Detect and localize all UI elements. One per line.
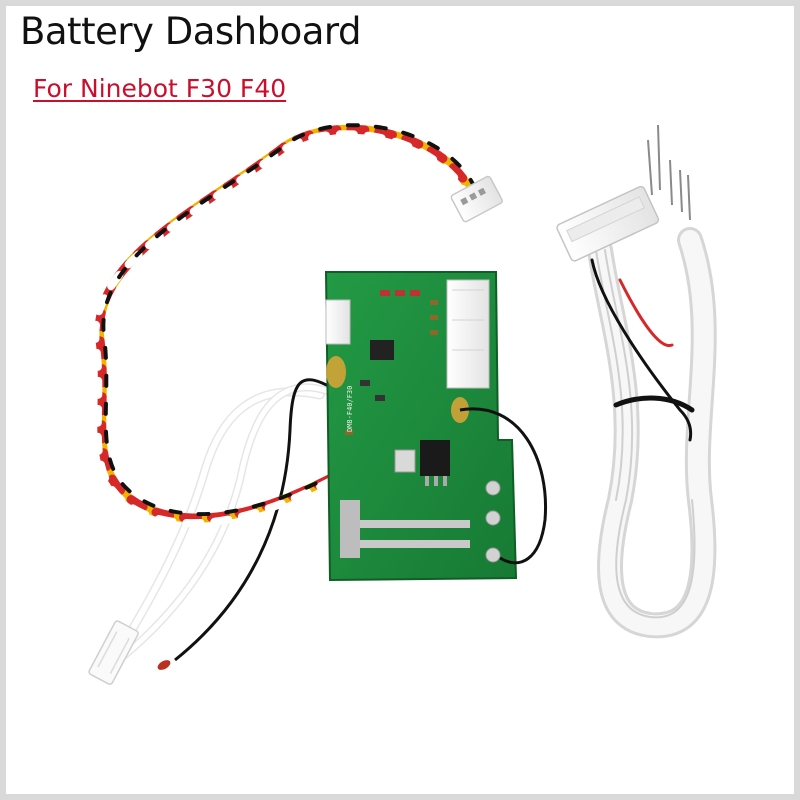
cell-harness-cable	[587, 227, 717, 639]
page-subtitle: For Ninebot F30 F40	[33, 74, 287, 103]
board-marking: DM8-F40/F30	[346, 386, 354, 432]
bms-circuit-board: DM8-F40/F30	[324, 271, 518, 582]
balance-wire-harness	[91, 123, 476, 528]
harness-pins	[647, 124, 691, 221]
cell-harness-connector	[556, 185, 660, 262]
temperature-probe-wire	[157, 378, 333, 670]
thermistor-plug	[88, 620, 139, 685]
thermistor-lead	[88, 383, 334, 685]
jst-connector	[450, 175, 503, 223]
ground-wire	[459, 407, 548, 565]
page-title: Battery Dashboard	[20, 10, 361, 53]
